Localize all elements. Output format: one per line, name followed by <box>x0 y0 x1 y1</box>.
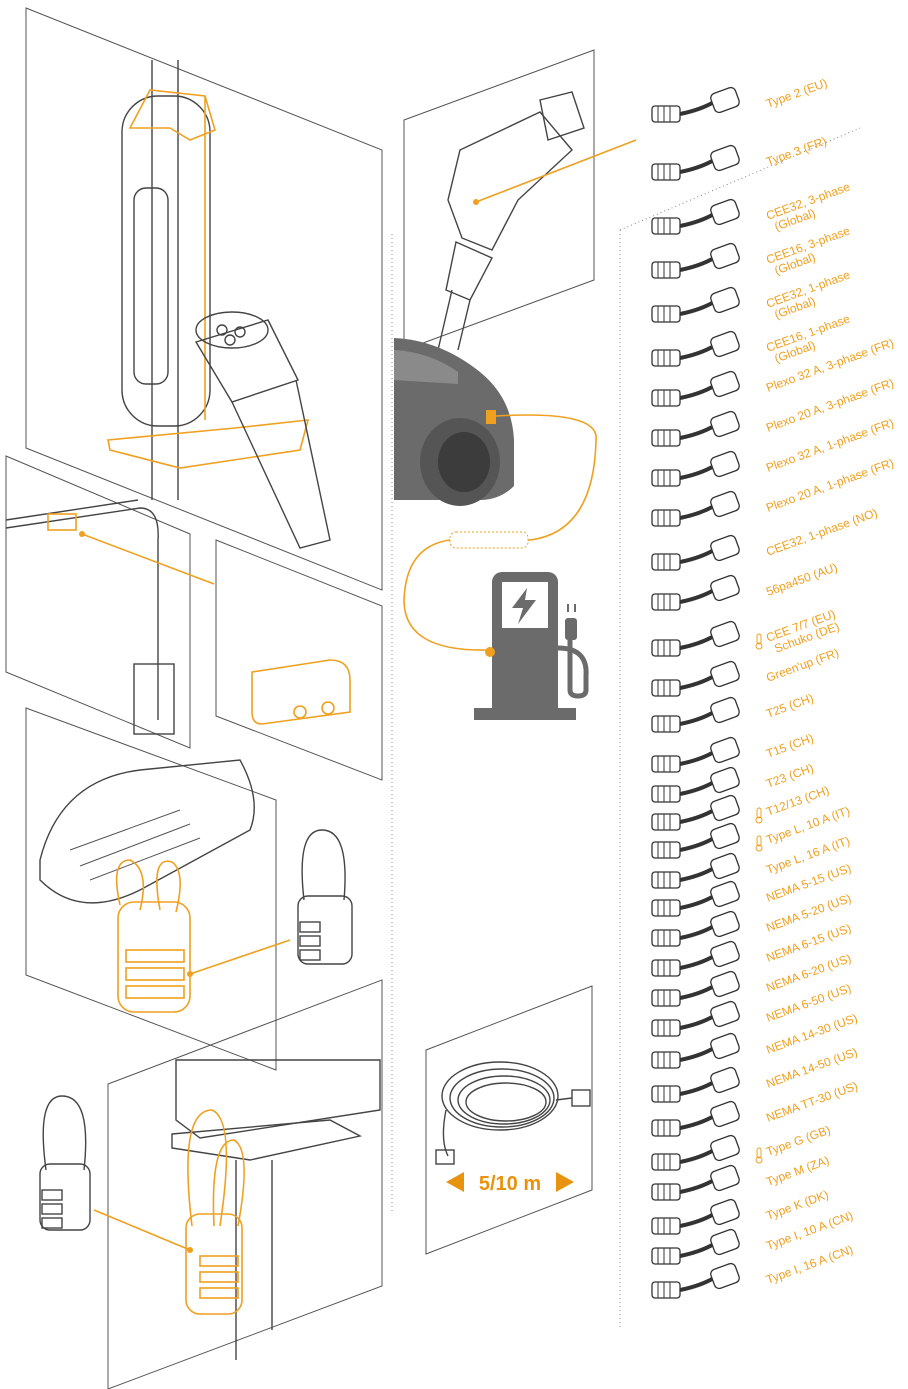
adapter-connector-icon <box>651 574 740 611</box>
adapter-row: CEE16, 1-phase(Global) <box>651 311 852 367</box>
adapter-connector-icon <box>651 86 740 123</box>
thermometer-warning-icon <box>755 807 763 824</box>
adapter-label: Type G (GB) <box>764 1123 832 1159</box>
lightning-bolt-icon <box>512 588 536 624</box>
adapter-row: CEE 7/7 (EU)Schuko (DE) <box>651 607 841 657</box>
adapter-connector-icon <box>651 1228 740 1265</box>
adapter-connector-icon <box>651 620 740 657</box>
adapter-connector-icon <box>651 736 740 773</box>
adapter-connector-icon <box>651 144 740 181</box>
panel-charge-plug <box>403 49 637 351</box>
adapter-connector-icon <box>651 370 740 407</box>
combination-padlock-icon <box>39 1095 91 1231</box>
adapter-connector-icon <box>651 1066 740 1103</box>
cable-length-label: 5/10 m <box>479 1173 541 1195</box>
adapter-label: Type 3 (FR) <box>764 134 828 169</box>
adapter-connector-icon <box>651 970 740 1007</box>
adapter-connector-icon <box>651 852 740 889</box>
adapter-connector-icon <box>651 940 740 977</box>
panel-padlock-cable <box>25 707 353 1071</box>
panel-padlock-bracket <box>39 979 383 1389</box>
adapter-row: CEE32, 1-phase(Global) <box>651 267 852 323</box>
thermometer-warning-icon <box>755 1147 763 1164</box>
adapter-connector-icon <box>651 1000 740 1037</box>
adapter-label: CEE32, 1-phase (NO) <box>764 506 879 559</box>
adapter-row: Type I, 16 A (CN) <box>651 1242 855 1299</box>
charging-scene <box>394 338 597 720</box>
adapter-label: T25 (CH) <box>764 691 815 721</box>
panel-extension-cable: 5/10 m <box>425 985 593 1255</box>
adapter-connector-icon <box>651 410 740 447</box>
adapter-connector-icon <box>651 696 740 733</box>
adapter-row: Type 3 (FR) <box>651 134 829 181</box>
adapter-connector-icon <box>651 822 740 859</box>
adapter-label: 56pa450 (AU) <box>764 560 839 599</box>
adapter-label: T23 (CH) <box>764 761 815 791</box>
adapter-connector-icon <box>651 1032 740 1069</box>
coiled-cable-icon <box>435 1061 591 1165</box>
adapter-label: Type M (ZA) <box>764 1153 831 1189</box>
adapter-connector-icon <box>651 766 740 803</box>
adapter-connector-icon <box>651 242 740 279</box>
adapter-row: CEE16, 3-phase(Global) <box>651 223 852 279</box>
adapter-connector-icon <box>651 794 740 831</box>
adapter-label: Type K (DK) <box>764 1187 830 1223</box>
thermometer-warning-icon <box>755 835 763 852</box>
adapter-row: T25 (CH) <box>651 691 815 733</box>
adapter-connector-icon <box>651 880 740 917</box>
adapter-connector-icon <box>651 330 740 367</box>
thermometer-warning-icon <box>755 633 763 650</box>
panel-wall-holder <box>25 7 383 591</box>
adapter-connector-icon <box>651 1198 740 1235</box>
adapter-connector-icon <box>651 286 740 323</box>
adapter-label: T15 (CH) <box>764 731 815 761</box>
panel-mount-clip <box>5 455 383 781</box>
adapter-connector-icon <box>651 534 740 571</box>
adapter-connector-icon <box>651 910 740 947</box>
adapter-connector-icon <box>651 1134 740 1171</box>
adapter-connector-icon <box>651 1262 740 1299</box>
adapter-label: Type 2 (EU) <box>764 76 829 111</box>
adapter-connector-icon <box>651 490 740 527</box>
charging-station-icon <box>474 572 589 720</box>
combination-padlock-icon <box>297 829 353 965</box>
adapter-connector-icon <box>651 1100 740 1137</box>
adapter-row: CEE32, 3-phase(Global) <box>651 179 852 235</box>
adapter-connector-icon <box>651 1164 740 1201</box>
adapter-connector-icon <box>651 450 740 487</box>
adapter-connector-icon <box>651 660 740 697</box>
adapter-list: Type 2 (EU) Type 3 (FR) CEE32, 3-phase(Glo… <box>651 76 896 1299</box>
adapter-row: T15 (CH) <box>651 731 815 773</box>
adapter-row: Type 2 (EU) <box>651 76 829 123</box>
adapter-connector-icon <box>651 198 740 235</box>
